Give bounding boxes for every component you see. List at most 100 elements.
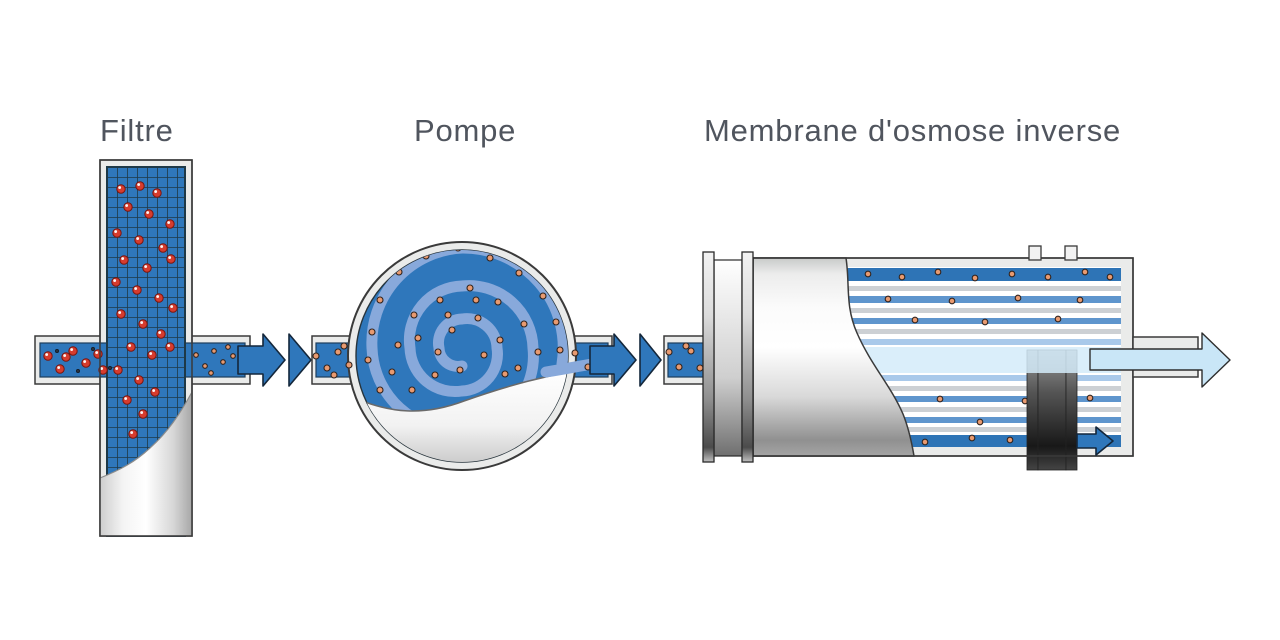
particle	[1006, 436, 1014, 444]
particle	[158, 243, 168, 253]
particle	[202, 363, 208, 369]
particle	[921, 438, 929, 446]
particle	[55, 364, 65, 374]
particle	[76, 368, 81, 373]
particle	[43, 351, 53, 361]
particle	[1076, 296, 1084, 304]
particle	[408, 386, 416, 394]
membrane-inlet-particles	[665, 342, 710, 372]
particle	[981, 318, 989, 326]
particle	[1014, 294, 1022, 302]
particle	[134, 375, 144, 385]
particle-glint	[140, 321, 144, 324]
particle	[1008, 270, 1016, 278]
particle	[474, 314, 482, 322]
pump-label: Pompe	[414, 113, 516, 148]
particle	[138, 319, 148, 329]
membrane-layer	[758, 308, 1121, 313]
membrane-layer	[758, 318, 1121, 324]
membrane-layer	[758, 375, 1121, 381]
pump-unit	[311, 241, 662, 471]
particle	[126, 342, 136, 352]
particle	[410, 311, 418, 319]
particle-glint	[115, 367, 119, 370]
particle-glint	[100, 367, 104, 370]
particle-glint	[57, 366, 61, 369]
particle	[466, 284, 474, 292]
flow-arrow-icon	[589, 333, 637, 387]
particle	[1044, 273, 1052, 281]
particle-glint	[137, 183, 141, 186]
particle-glint	[118, 311, 122, 314]
particle	[496, 336, 504, 344]
particle	[968, 434, 976, 442]
particle-glint	[140, 411, 144, 414]
particle-glint	[83, 360, 87, 363]
particle	[936, 395, 944, 403]
particle	[675, 363, 683, 371]
flow-arrow-icon	[237, 333, 286, 387]
particle	[54, 348, 59, 353]
filter-tube-outline	[99, 159, 193, 537]
particle-glint	[136, 237, 140, 240]
particle	[81, 358, 91, 368]
membrane-endcap-panel	[713, 259, 743, 457]
flow-arrow-icon	[639, 333, 662, 387]
particle-glint	[167, 221, 171, 224]
particle	[414, 334, 422, 342]
membrane-label: Membrane d'osmose inverse	[704, 113, 1121, 148]
particle	[166, 254, 176, 264]
particle	[486, 254, 494, 262]
particle	[168, 303, 178, 313]
particle	[142, 263, 152, 273]
particle	[472, 296, 480, 304]
membrane-layer	[758, 286, 1121, 291]
particle	[898, 273, 906, 281]
particle	[154, 293, 164, 303]
particle	[948, 297, 956, 305]
particle	[534, 348, 542, 356]
filter-label: Filtre	[100, 113, 174, 148]
particle	[480, 351, 488, 359]
particle	[514, 364, 522, 372]
concentrate-arrow-icon	[1076, 426, 1114, 456]
membrane-top-fitting	[1064, 245, 1078, 261]
particle	[571, 349, 579, 357]
particle	[454, 250, 462, 252]
particle	[340, 342, 348, 350]
particle-glint	[95, 351, 99, 354]
particle-glint	[154, 190, 158, 193]
flow-arrow-icon	[288, 333, 312, 387]
particle-glint	[114, 230, 118, 233]
particle	[220, 359, 226, 365]
particle	[1086, 394, 1094, 402]
particle	[1054, 315, 1062, 323]
membrane-flange	[702, 251, 715, 463]
membrane-layer	[758, 296, 1121, 303]
particle	[156, 329, 166, 339]
membrane-layer	[758, 339, 1121, 345]
particle	[971, 274, 979, 282]
particle-glint	[160, 245, 164, 248]
particle	[134, 235, 144, 245]
particle	[448, 326, 456, 334]
particle-glint	[128, 344, 132, 347]
membrane-shell	[752, 257, 915, 457]
pump-cap-edge	[356, 370, 568, 412]
particle	[539, 292, 547, 300]
particle	[123, 202, 133, 212]
filter-inlet-particles	[43, 346, 108, 375]
particle	[434, 348, 442, 356]
particle-glint	[158, 331, 162, 334]
particle-glint	[134, 287, 138, 290]
particle	[165, 342, 175, 352]
particle	[112, 228, 122, 238]
particle	[556, 346, 564, 354]
particle	[211, 348, 217, 354]
particle	[515, 269, 523, 277]
particle	[501, 370, 509, 378]
particle	[208, 370, 214, 376]
membrane-layer	[758, 407, 1121, 412]
particle	[323, 364, 331, 372]
